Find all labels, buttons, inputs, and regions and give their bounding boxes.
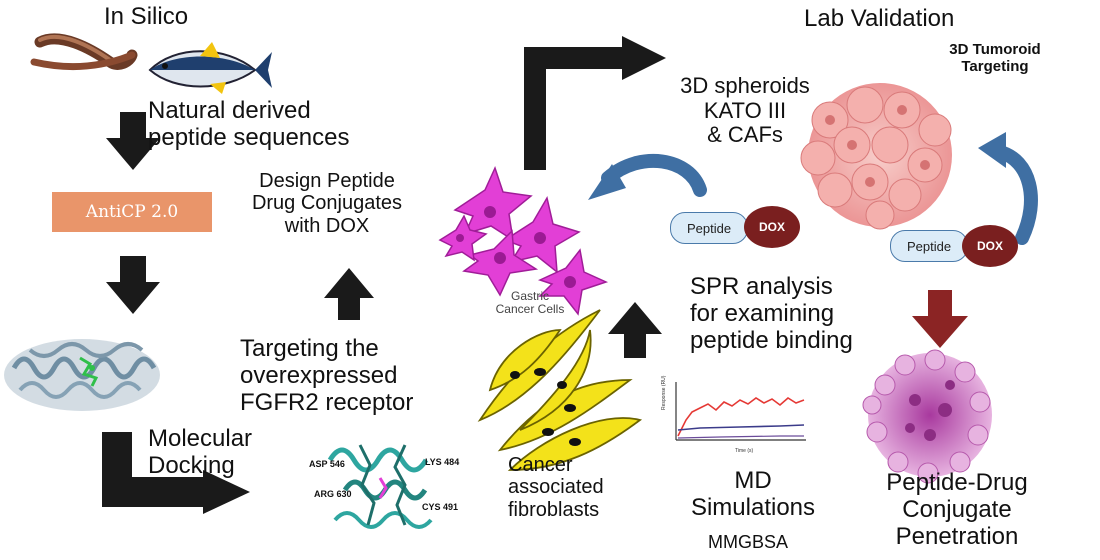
residue-label: LYS 484 bbox=[425, 457, 459, 467]
arrow-up-design bbox=[324, 268, 374, 320]
anticp-box: AntiCP 2.0 bbox=[52, 192, 212, 232]
residue-label: CYS 491 bbox=[422, 502, 458, 512]
molecular-docking-label: Molecular Docking bbox=[148, 425, 253, 479]
penetration-spheroid-icon bbox=[862, 349, 992, 484]
residue-label: ASP 546 bbox=[309, 459, 345, 469]
tumoroid-icon bbox=[800, 83, 952, 230]
receptor-structure-icon bbox=[327, 444, 433, 529]
peptide-badge: Peptide bbox=[890, 230, 968, 262]
lab-validation-heading: Lab Validation bbox=[804, 5, 955, 32]
gastric-cancer-cells-icon bbox=[438, 165, 609, 316]
arrow-down-1 bbox=[106, 112, 160, 170]
protein-structure-icon bbox=[4, 339, 160, 411]
arrow-down-2 bbox=[106, 256, 160, 314]
fibroblasts-icon bbox=[477, 309, 643, 471]
mmgbsa-label: MMGBSA bbox=[707, 532, 788, 552]
plot-xlabel: Time (s) bbox=[735, 448, 753, 454]
design-pdc-label: Design Peptide Drug Conjugates with DOX bbox=[251, 170, 403, 237]
pdc-penetration-label: Peptide-Drug Conjugate Penetration bbox=[886, 469, 1028, 550]
dox-badge: DOX bbox=[962, 225, 1018, 267]
spheroids-label: 3D spheroids KATO III & CAFs bbox=[680, 73, 810, 148]
md-trace-plot-icon: Response (RU) Time (s) bbox=[661, 375, 806, 454]
curved-arrow-pdc-to-cells bbox=[588, 153, 707, 200]
arrow-docking-to-receptor bbox=[102, 432, 250, 514]
targeting-fgfr2-label: Targeting the overexpressed FGFR2 recept… bbox=[240, 335, 414, 416]
tumoroid-targeting-label: 3D Tumoroid Targeting bbox=[949, 41, 1041, 75]
dox-badge: DOX bbox=[744, 206, 800, 248]
natural-peptides-label: Natural derived peptide sequences bbox=[148, 97, 350, 151]
residue-label: ARG 630 bbox=[314, 489, 352, 499]
earthworm-icon bbox=[30, 33, 138, 70]
md-simulations-label: MD Simulations bbox=[690, 467, 816, 521]
gastric-cells-label: Gastric Cancer Cells bbox=[495, 289, 565, 317]
curved-arrow-pdc-to-tumoroid bbox=[978, 132, 1038, 245]
tuna-fish-icon bbox=[148, 42, 272, 94]
spr-analysis-label: SPR analysis for examining peptide bindi… bbox=[690, 273, 853, 354]
arrow-up-fibroblasts bbox=[608, 302, 662, 358]
in-silico-heading: In Silico bbox=[104, 3, 189, 30]
arrow-to-lab-validation bbox=[524, 36, 666, 170]
plot-ylabel: Response (RU) bbox=[661, 375, 667, 410]
caf-label: Cancer associated fibroblasts bbox=[508, 454, 604, 521]
arrow-down-red bbox=[912, 290, 968, 348]
peptide-badge: Peptide bbox=[670, 212, 748, 244]
